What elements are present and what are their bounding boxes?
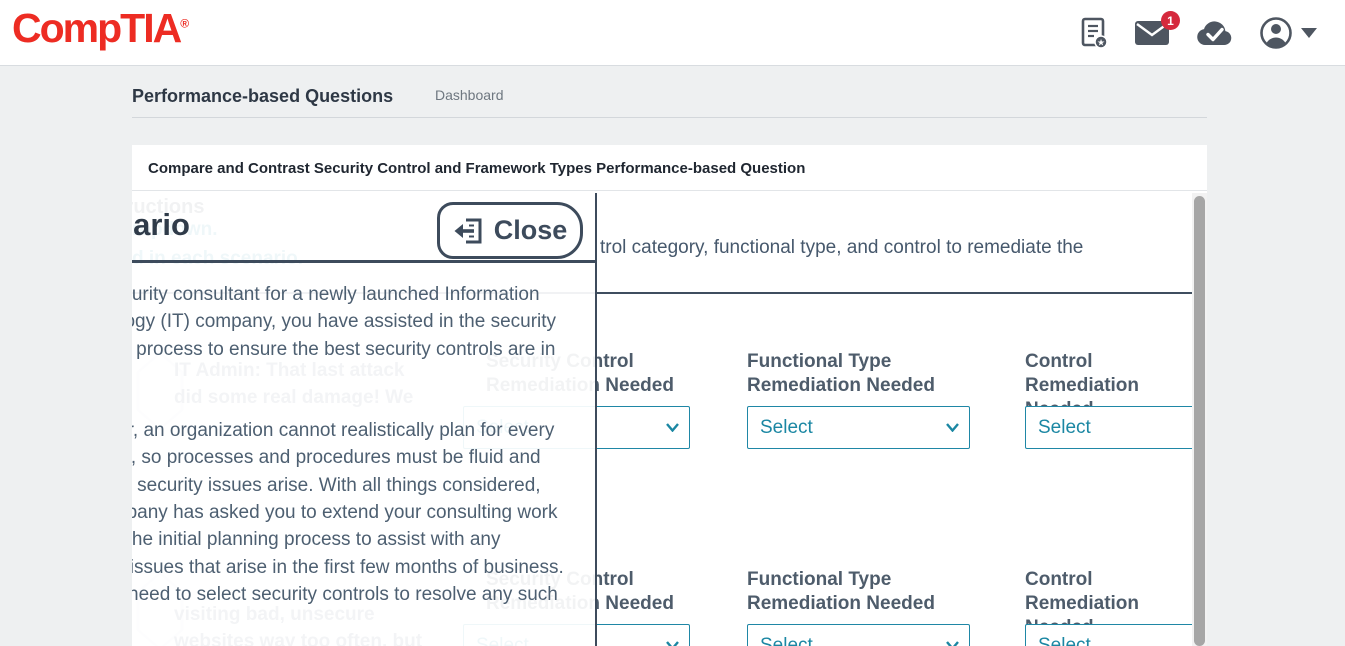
question-content-region: Instructions ropdown. d in each scenario…: [132, 193, 1192, 646]
scrollbar-thumb[interactable]: [1194, 196, 1205, 646]
label-line: Functional Type: [747, 351, 892, 372]
scenario-paragraph-1: As a security consultant for a newly lau…: [132, 284, 557, 360]
label-line: Remediation Needed: [747, 375, 935, 396]
comptia-logo[interactable]: CompTIA®: [12, 5, 189, 52]
scenario-modal: Scenario Close As a security consultant …: [132, 193, 597, 646]
scenario-paragraph-2: However, an organization cannot realisti…: [132, 420, 564, 605]
s2-functional-type-select[interactable]: Select: [747, 624, 970, 646]
cloud-check-icon: [1197, 21, 1232, 46]
svg-text:★: ★: [1097, 38, 1105, 48]
scenario-text: As a security consultant for a newly lau…: [132, 281, 569, 646]
document-icon: ★: [1081, 17, 1108, 49]
s1-control-remediation-select[interactable]: Select: [1025, 406, 1192, 449]
label-line: Control Remediation: [1025, 351, 1140, 396]
top-bar: CompTIA® ★ 1: [0, 0, 1345, 66]
sync-status-button[interactable]: [1196, 20, 1233, 46]
breadcrumb-dashboard[interactable]: Dashboard: [435, 87, 504, 103]
assignments-button[interactable]: ★: [1081, 17, 1108, 49]
instruction-text: trol category, functional type, and cont…: [600, 237, 1084, 258]
exit-arrow-icon: [454, 218, 482, 244]
unread-count-badge: 1: [1161, 11, 1180, 30]
section-divider: [132, 292, 1192, 294]
s2-control-remediation-select[interactable]: Select: [1025, 624, 1192, 646]
modal-header-divider: [132, 260, 595, 263]
top-icon-group: ★ 1: [1081, 0, 1317, 66]
s1-functional-type-label: Functional Type Remediation Needed: [747, 350, 935, 398]
close-button[interactable]: Close: [437, 202, 583, 259]
label-line: Remediation Needed: [747, 593, 935, 614]
messages-button[interactable]: 1: [1134, 11, 1180, 46]
account-menu-button[interactable]: [1259, 16, 1317, 50]
close-button-label: Close: [493, 215, 568, 245]
label-line: Functional Type: [747, 569, 892, 590]
vertical-scrollbar: [1192, 193, 1207, 646]
s1-functional-type-select[interactable]: Select: [747, 406, 970, 449]
page-title: Performance-based Questions: [132, 86, 394, 106]
heading-divider: [132, 117, 1207, 118]
question-card-title: Compare and Contrast Security Control an…: [148, 160, 806, 177]
question-card: Compare and Contrast Security Control an…: [132, 145, 1207, 646]
envelope-icon: [1135, 21, 1169, 45]
chevron-down-icon: [1301, 28, 1317, 38]
scenario-modal-title: Scenario: [132, 207, 190, 242]
question-card-header: Compare and Contrast Security Control an…: [132, 145, 1207, 191]
label-line: Control Remediation: [1025, 569, 1140, 614]
logo-registered-mark: ®: [180, 16, 190, 31]
logo-text: CompTIA: [12, 5, 182, 51]
user-avatar-icon: [1260, 17, 1292, 49]
s2-functional-type-label: Functional Type Remediation Needed: [747, 568, 935, 616]
